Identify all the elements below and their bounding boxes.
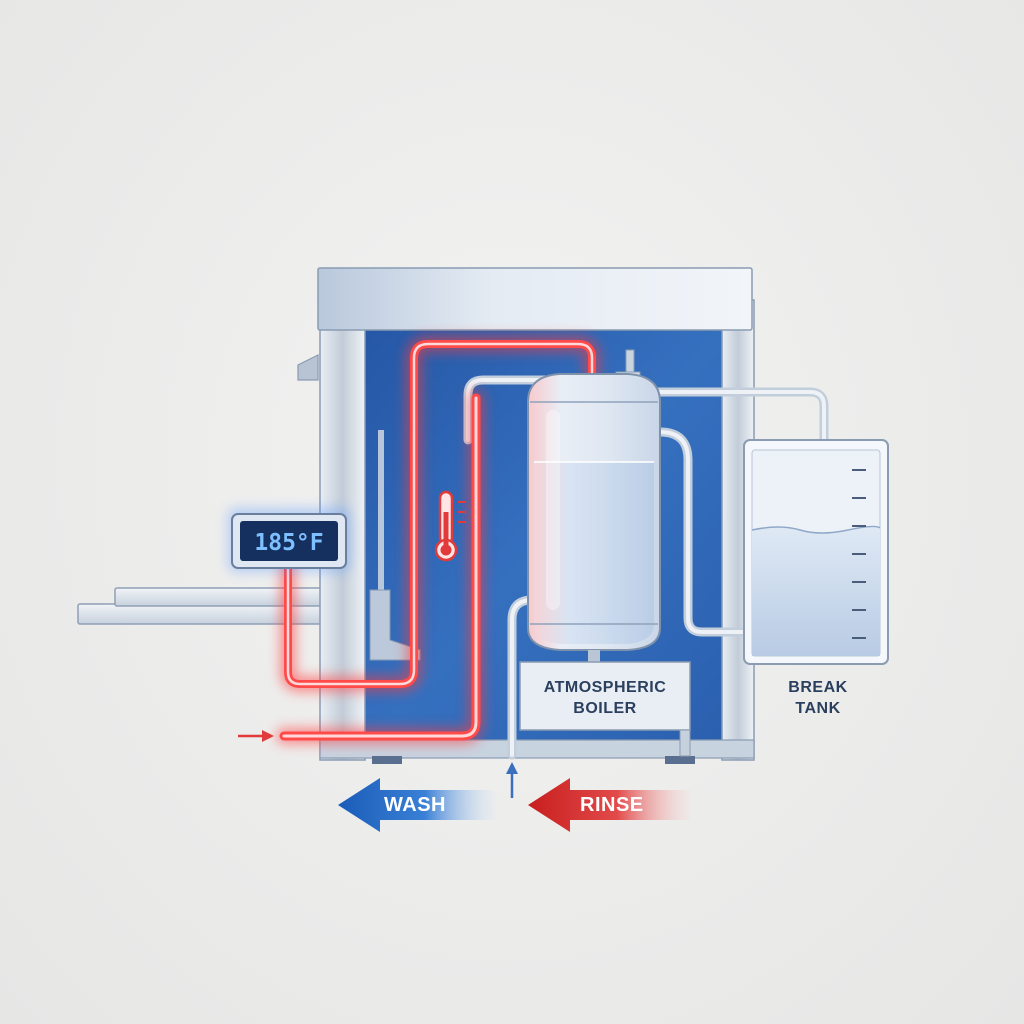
temperature-display: 185°F [228,508,350,572]
tank-water [752,526,880,656]
top-bar [317,267,753,331]
atmospheric-boiler [527,349,661,662]
wash-label: WASH [384,794,446,816]
arrow-up-icon [506,762,518,798]
rinse-arrow: RINSE [528,778,690,832]
wash-arrow: WASH [338,778,496,832]
break-tank [743,439,889,665]
hot-rinse-pipe [276,336,600,744]
tank-label-line1: BREAK [788,679,847,696]
boiler-label-line1: ATMOSPHERIC [544,679,667,696]
thermometer-icon [434,490,466,562]
base-rail [319,739,755,759]
tank-label-line2: TANK [795,700,840,717]
tank-scale [852,469,866,639]
boiler-label-plate: ATMOSPHERIC BOILER [519,661,691,731]
door-handle [297,354,319,381]
temperature-readout: 185°F [254,530,323,556]
arrow-right-icon [238,730,274,742]
boiler-water [534,462,654,644]
rinse-label: RINSE [580,794,644,816]
boiler-label-line2: BOILER [573,700,636,717]
